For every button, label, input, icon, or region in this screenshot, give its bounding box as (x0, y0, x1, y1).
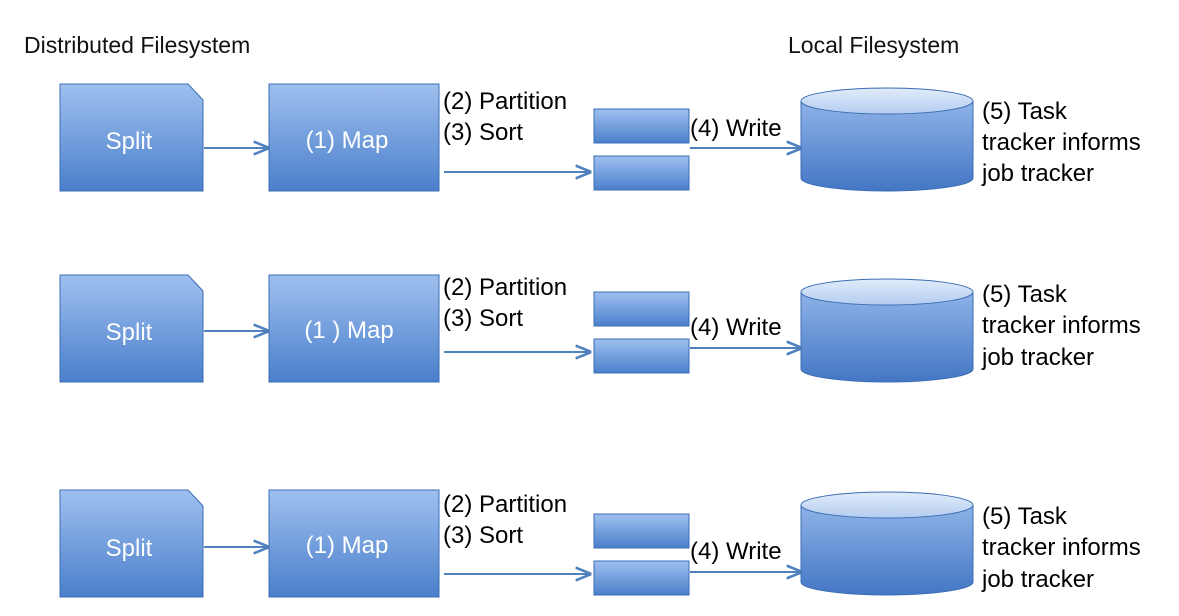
split-label: Split (106, 319, 153, 346)
buffer-top (593, 108, 690, 144)
map-label: (1) Map (306, 127, 389, 154)
buffer-top (593, 291, 690, 327)
write-label: (4) Write (690, 115, 782, 142)
partition-label: (2) Partition (443, 274, 567, 301)
sort-label: (3) Sort (443, 522, 523, 549)
map-label: (1 ) Map (304, 317, 393, 344)
task-line-3: job tracker (981, 160, 1094, 187)
task-line-3: job tracker (981, 566, 1094, 593)
task-line-1: (5) Task (982, 98, 1068, 125)
local-disk (800, 278, 974, 383)
task-line-1: (5) Task (982, 281, 1068, 308)
write-label: (4) Write (690, 314, 782, 341)
map-box (268, 489, 440, 598)
row-2: Split (1 ) Map (2) Partition (3) Sort (4… (59, 274, 1141, 383)
task-line-2: tracker informs (982, 312, 1141, 339)
split-shape (59, 83, 204, 192)
sort-label: (3) Sort (443, 119, 523, 146)
write-label: (4) Write (690, 538, 782, 565)
map-label: (1) Map (306, 532, 389, 559)
buffer-top (593, 513, 690, 549)
task-line-2: tracker informs (982, 129, 1141, 156)
local-filesystem-header: Local Filesystem (788, 32, 960, 58)
split-shape (59, 489, 204, 598)
partition-label: (2) Partition (443, 491, 567, 518)
map-box (268, 274, 440, 383)
buffer-bottom (593, 155, 690, 191)
row-3: Split (1) Map (2) Partition (3) Sort (4)… (59, 489, 1141, 598)
row-1: Split (1) Map (2) Partition (3) Sort (4)… (59, 83, 1141, 192)
partition-label: (2) Partition (443, 88, 567, 115)
task-line-2: tracker informs (982, 534, 1141, 561)
task-line-1: (5) Task (982, 503, 1068, 530)
map-box (268, 83, 440, 192)
split-shape (59, 274, 204, 383)
buffer-bottom (593, 560, 690, 596)
distributed-filesystem-header: Distributed Filesystem (24, 32, 251, 58)
task-line-3: job tracker (981, 344, 1094, 371)
buffer-bottom (593, 338, 690, 374)
local-disk (800, 491, 974, 596)
split-label: Split (106, 535, 153, 562)
local-disk (800, 87, 974, 192)
sort-label: (3) Sort (443, 305, 523, 332)
split-label: Split (106, 128, 153, 155)
